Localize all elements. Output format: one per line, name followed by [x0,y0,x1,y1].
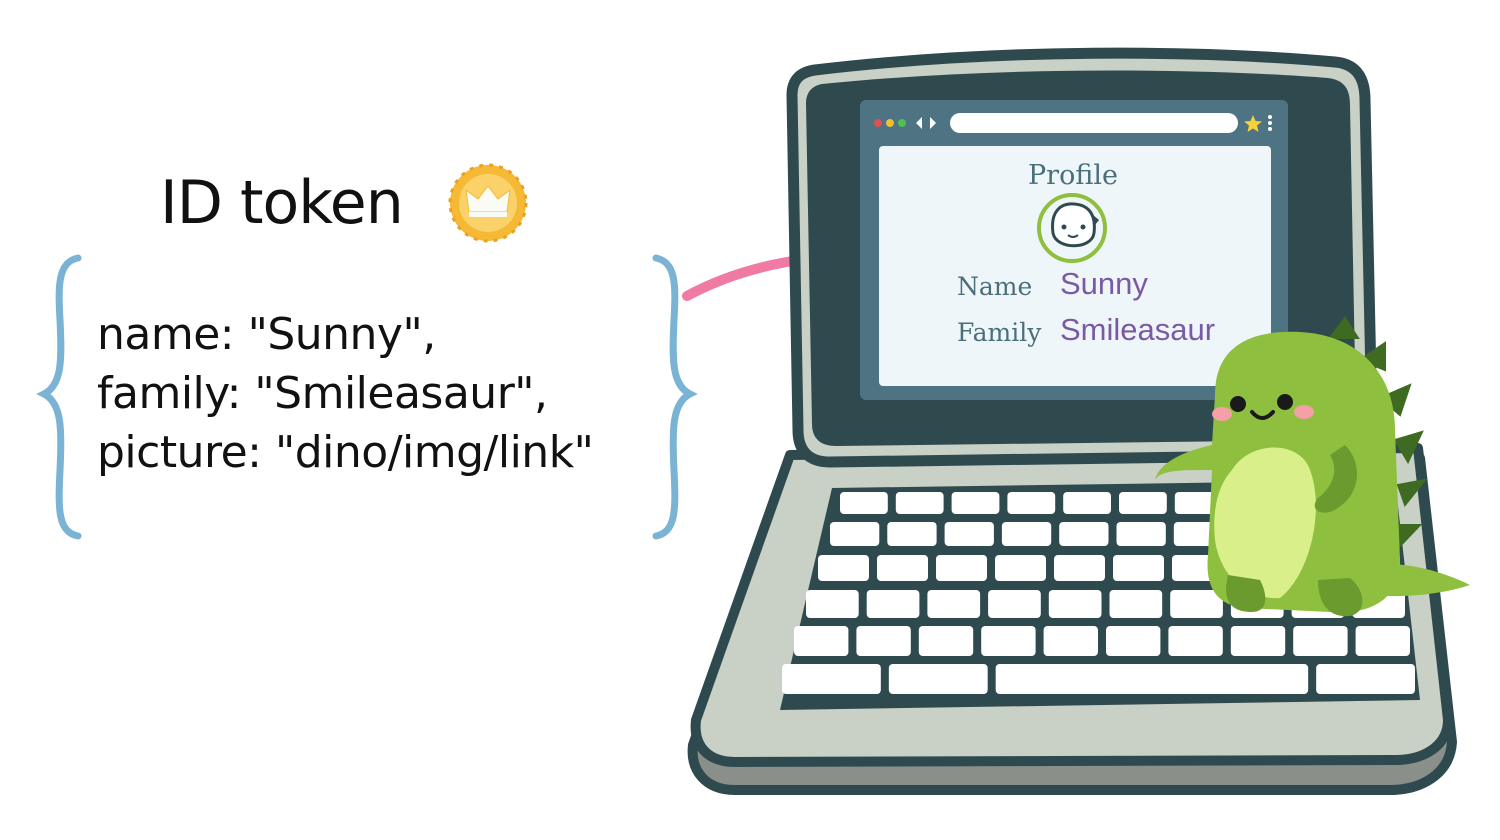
dino-face-icon [1037,193,1107,263]
keyboard-key [1113,555,1164,581]
keyboard-key [1230,626,1286,656]
keyboard-key [995,664,1309,694]
crown-coin-icon [448,163,528,243]
keyboard-key [830,522,880,546]
forward-icon [930,117,936,129]
keyboard-key [818,555,869,581]
name-value: Sunny [1060,266,1148,301]
token-line-picture: picture: "dino/img/link" [97,427,594,478]
keyboard-key [840,492,888,514]
keyboard-key [936,555,987,581]
keyboard-key [951,492,1000,514]
right-brace [652,254,698,540]
keyboard-key [1106,626,1161,656]
profile-title: Profile [1028,160,1118,191]
token-title: ID token [160,168,404,238]
screen-content [879,146,1271,386]
keyboard-key [1293,626,1348,656]
keyboard-key [1043,626,1098,656]
keyboard-key [981,626,1036,656]
keyboard-key [1168,626,1223,656]
keyboard-key [918,626,974,656]
name-label: Name [957,272,1033,301]
keyboard-key [877,555,928,581]
keyboard-key [1316,664,1415,694]
family-label: Family [957,318,1042,347]
keyboard-key [1001,522,1052,546]
keyboard-key [782,664,881,694]
keyboard-key [1355,626,1410,656]
keyboard-key [1170,590,1223,618]
keyboard-key [895,492,944,514]
dinosaur-mascot [1155,316,1470,617]
keyboard-key [806,590,859,618]
keyboard-key [888,664,988,694]
keyboard-key [1048,590,1102,618]
star-icon [1244,115,1262,132]
token-line-family: family: "Smileasaur", [97,368,548,419]
keyboard-key [1109,590,1163,618]
keyboard-key [1063,492,1111,514]
token-line-name: name: "Sunny", [97,309,436,360]
keyboard-key [944,522,994,546]
keyboard-key [1007,492,1056,514]
keyboard-key [1119,492,1167,514]
keyboard-key [988,590,1041,618]
back-icon [916,117,922,129]
keyboard-key [794,626,849,656]
keyboard-key [856,626,911,656]
keyboard-key [1059,522,1109,546]
left-brace [36,254,82,540]
keyboard-key [927,590,981,618]
keyboard-key [1116,522,1166,546]
token-payload: name: "Sunny", family: "Smileasaur", pic… [97,305,594,482]
keyboard-key [866,590,920,618]
address-bar [950,113,1238,133]
keyboard-key [995,555,1046,581]
family-value: Smileasaur [1060,312,1216,347]
keyboard-key [887,522,937,546]
keyboard-key [1054,555,1105,581]
